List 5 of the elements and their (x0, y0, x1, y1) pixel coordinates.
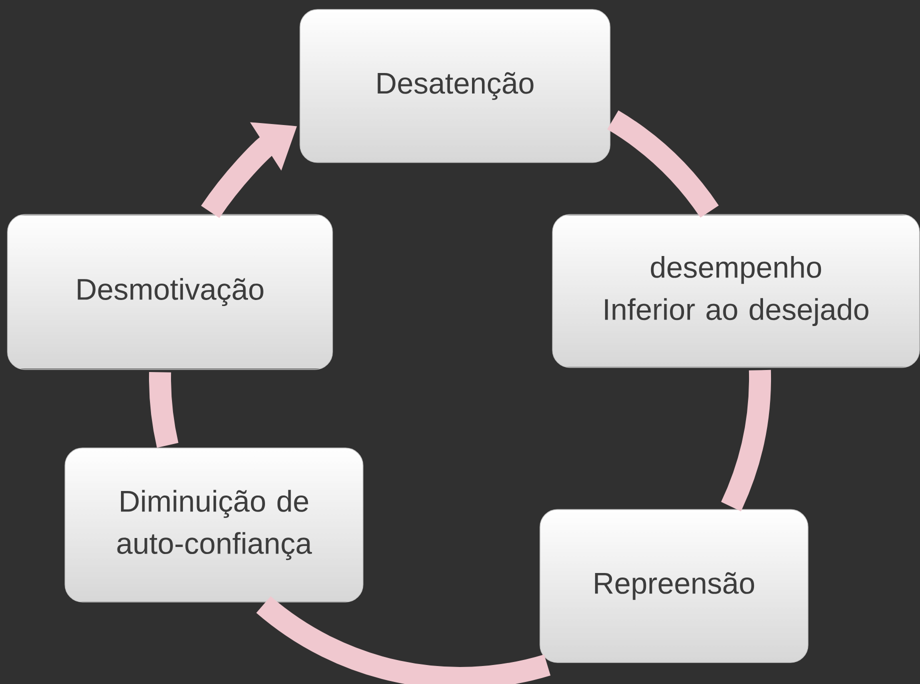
process-box: Desmotivação (7, 214, 333, 370)
process-box: Desatenção (300, 9, 610, 163)
process-box: desempenho Inferior ao desejado (552, 214, 920, 368)
process-box: Repreensão (540, 509, 808, 663)
process-box: Diminuição de auto-confiança (64, 448, 364, 602)
